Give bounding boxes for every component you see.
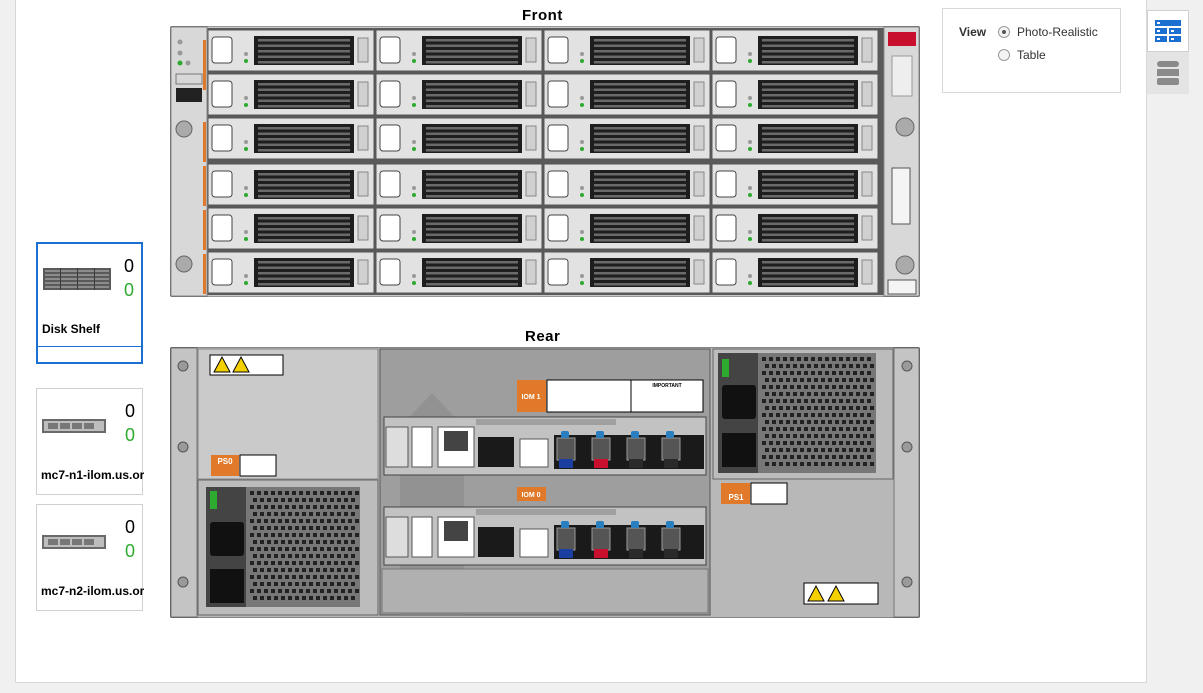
device-card-node-2[interactable]: 0 0 mc7-n2-ilom.us.or	[36, 504, 144, 611]
iom0-module[interactable]	[383, 506, 707, 566]
ps0-label: PS0	[217, 457, 233, 466]
ps1-fan-grille	[758, 353, 876, 473]
disk-shelf-thumbnail-icon	[43, 268, 111, 290]
front-title: Front	[522, 7, 563, 24]
disk-shelf-label: Disk Shelf	[42, 322, 101, 336]
drive-bay[interactable]	[375, 251, 543, 294]
ps1-label: PS1	[728, 493, 744, 502]
drive-bay[interactable]	[543, 251, 711, 294]
disk-shelf-count-bottom: 0	[123, 280, 134, 300]
drive-bay[interactable]	[375, 73, 543, 116]
important-label: IMPORTANT	[652, 383, 681, 389]
drive-bay[interactable]	[375, 207, 543, 250]
disk-shelf-count-top: 0	[123, 256, 134, 276]
sas-port[interactable]	[661, 521, 681, 558]
drive-bay[interactable]	[207, 207, 375, 250]
drive-bay[interactable]	[375, 29, 543, 72]
sas-port[interactable]	[556, 431, 576, 468]
card-divider	[38, 346, 141, 347]
node1-label: mc7-n1-ilom.us.or	[41, 468, 144, 482]
drive-bay[interactable]	[711, 29, 879, 72]
drive-bay[interactable]	[207, 251, 375, 294]
view-options-box: View Photo-Realistic Table	[942, 8, 1121, 93]
drive-bay[interactable]	[543, 29, 711, 72]
iom1-badge	[517, 380, 546, 412]
rear-enclosure[interactable]: PS0 IOM 1 IMPORTANT IOM 0 PS1	[170, 347, 920, 618]
database-icon	[1157, 61, 1179, 85]
front-right-ear	[887, 32, 917, 295]
drive-bay[interactable]	[375, 117, 543, 160]
device-card-disk-shelf[interactable]: 0 0 Disk Shelf	[36, 242, 143, 364]
drive-bay[interactable]	[207, 163, 375, 206]
drive-bay[interactable]	[711, 117, 879, 160]
iom0-label: IOM 0	[521, 492, 540, 499]
ps0-power-switch[interactable]	[210, 569, 244, 603]
storage-view-button[interactable]	[1147, 52, 1189, 94]
sas-port[interactable]	[661, 431, 681, 468]
table-radio[interactable]	[998, 49, 1010, 61]
grid-view-icon	[1155, 20, 1181, 42]
drive-bay-grid	[207, 29, 879, 294]
front-left-ear	[175, 39, 206, 294]
iom0-badge	[517, 487, 546, 501]
ps0-badge	[211, 455, 239, 476]
node1-count-top: 0	[124, 401, 135, 421]
ps1-badge	[721, 483, 750, 504]
rear-title: Rear	[525, 328, 561, 345]
server-thumbnail-icon	[42, 535, 106, 549]
drive-bay[interactable]	[711, 207, 879, 250]
photo-realistic-label[interactable]: Photo-Realistic	[1017, 25, 1098, 39]
drive-bay[interactable]	[375, 163, 543, 206]
warning-label-icon	[209, 354, 284, 376]
node1-count-bottom: 0	[124, 425, 135, 445]
node2-label: mc7-n2-ilom.us.or	[41, 584, 144, 598]
ps1-power-switch[interactable]	[722, 433, 756, 467]
table-label[interactable]: Table	[1017, 48, 1046, 62]
sas-port[interactable]	[591, 431, 611, 468]
drive-bay[interactable]	[207, 29, 375, 72]
sas-port[interactable]	[556, 521, 576, 558]
front-enclosure[interactable]	[170, 26, 920, 297]
drive-bay[interactable]	[543, 73, 711, 116]
sas-port[interactable]	[626, 521, 646, 558]
photo-realistic-radio[interactable]	[998, 26, 1010, 38]
sas-port[interactable]	[591, 521, 611, 558]
drive-bay[interactable]	[711, 73, 879, 116]
right-toolbar	[1147, 0, 1203, 693]
node2-count-top: 0	[124, 517, 135, 537]
drive-bay[interactable]	[207, 73, 375, 116]
drive-bay[interactable]	[207, 117, 375, 160]
server-thumbnail-icon	[42, 419, 106, 433]
iom1-label: IOM 1	[521, 394, 540, 401]
drive-bay[interactable]	[711, 251, 879, 294]
sas-port[interactable]	[626, 431, 646, 468]
device-card-node-1[interactable]: 0 0 mc7-n1-ilom.us.or	[36, 388, 144, 495]
drive-bay[interactable]	[711, 163, 879, 206]
grid-view-button[interactable]	[1147, 10, 1189, 52]
node2-count-bottom: 0	[124, 541, 135, 561]
drive-bay[interactable]	[543, 163, 711, 206]
iom1-module[interactable]	[383, 416, 707, 476]
drive-bay[interactable]	[543, 207, 711, 250]
view-label: View	[959, 25, 987, 39]
drive-bay[interactable]	[543, 117, 711, 160]
warning-label-icon	[803, 582, 879, 605]
